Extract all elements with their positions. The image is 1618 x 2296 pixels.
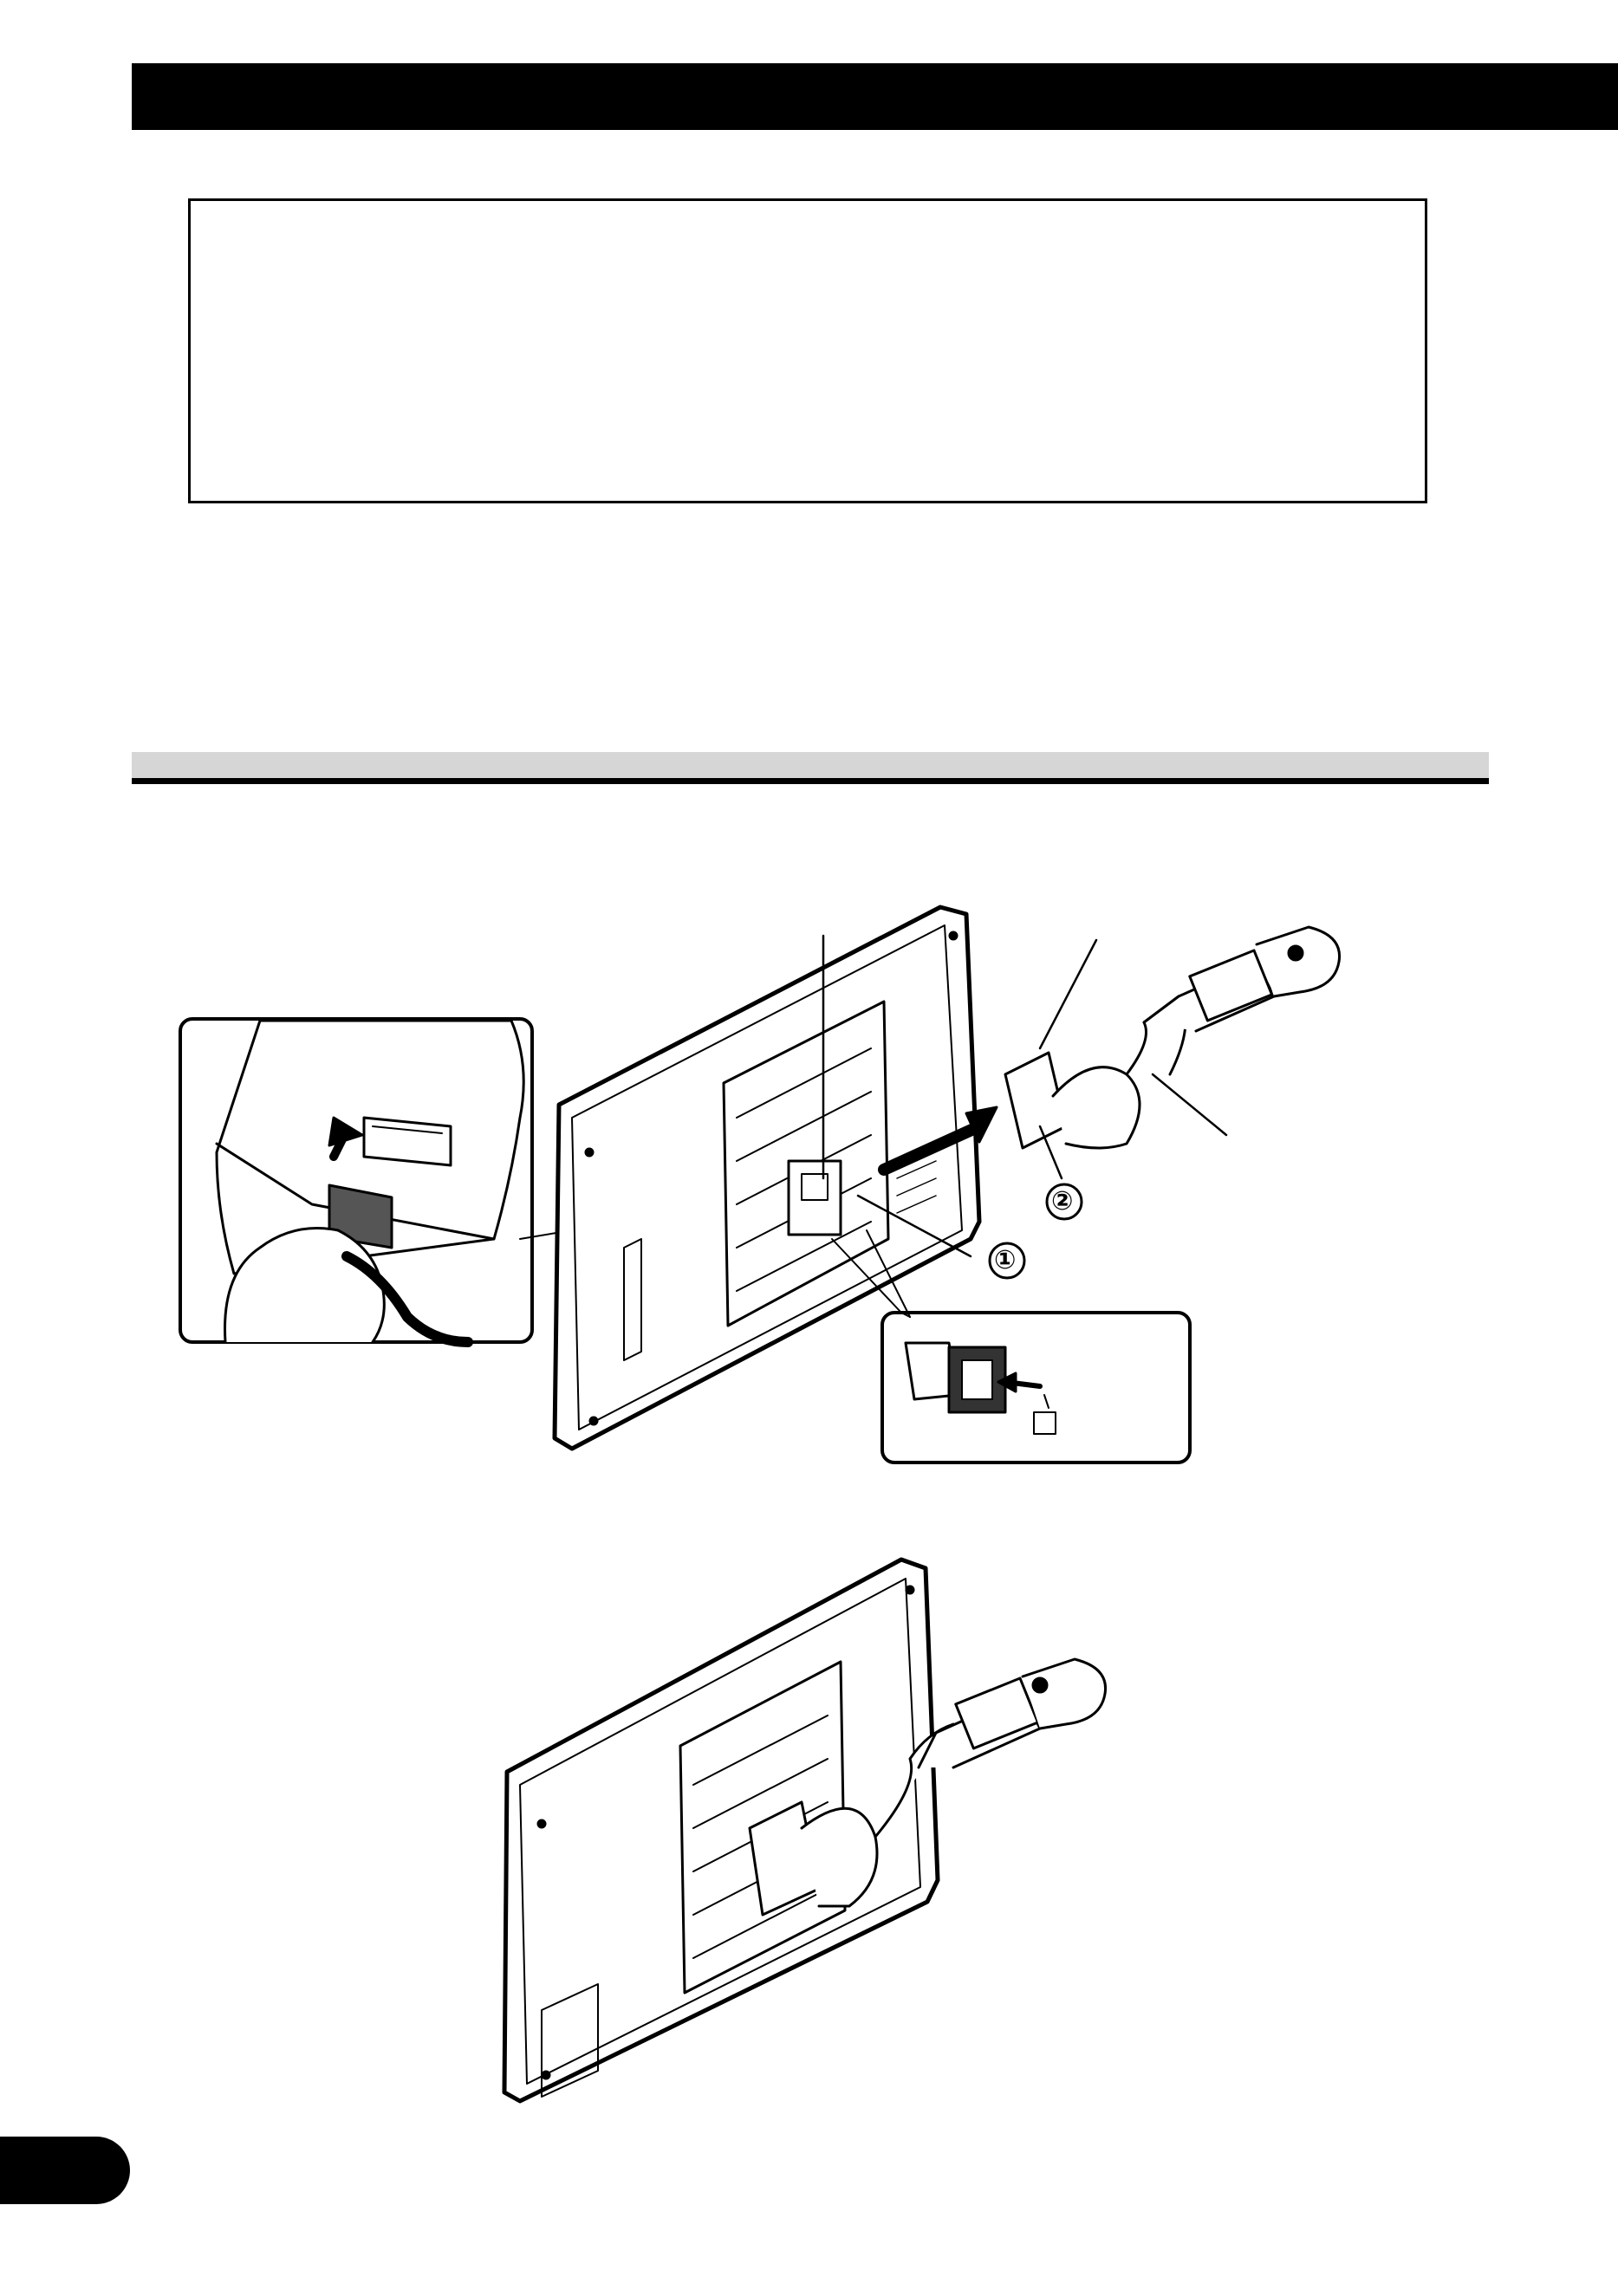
leader-callout-2 (1038, 1125, 1063, 1180)
callout-2-marker (1045, 1183, 1083, 1221)
callout-2-label: ② (1051, 1186, 1074, 1216)
monitor-underside-sketch (215, 1019, 525, 1275)
leader-clamp (1038, 938, 1098, 1050)
leader-arm (1151, 1073, 1228, 1137)
callout-1-label: ① (994, 1245, 1017, 1275)
mounting-plate-upper (722, 1000, 890, 1327)
mount-arrow (878, 1120, 985, 1176)
port-cover-lines (623, 1238, 642, 1361)
leader-callout-1 (856, 1194, 972, 1258)
connector-inset (179, 1017, 625, 1347)
monitor-back-upper (552, 905, 982, 1451)
headrest-arm-lower (748, 1657, 1108, 1917)
connector-plug (328, 1184, 393, 1249)
knob-detail-inset (880, 1311, 1192, 1464)
installation-illustration (179, 905, 1342, 2104)
note-box (188, 198, 1427, 503)
section-heading-band (132, 752, 1489, 778)
page-title-bar (132, 63, 1618, 130)
section-heading-rule (132, 778, 1489, 784)
callout-1-marker (988, 1242, 1026, 1280)
speaker-grille (896, 1160, 937, 1214)
page-number-tab (0, 2137, 130, 2204)
headrest-arm-upper (1004, 925, 1342, 1150)
